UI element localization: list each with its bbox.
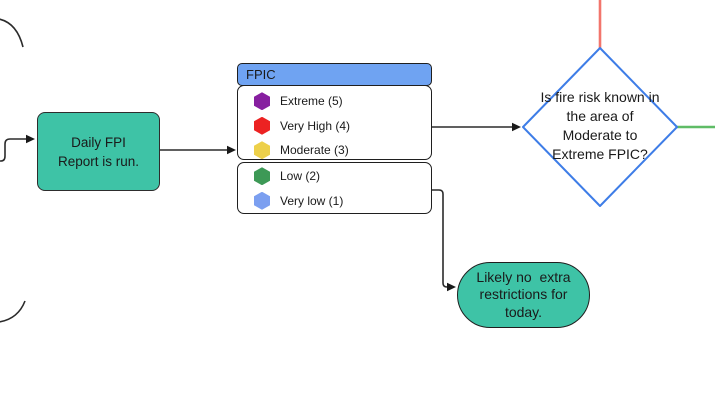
- outcome-node-label: Likely no extra restrictions for today.: [476, 268, 571, 320]
- legend-item-moderate[interactable]: Moderate (3): [238, 138, 431, 163]
- arrowheads: [26, 122, 521, 292]
- hexagon-icon: [254, 191, 270, 210]
- arrowhead-into-outcome: [447, 282, 456, 292]
- hexagon-icon: [254, 167, 270, 186]
- legend-item-low[interactable]: Low (2): [238, 164, 431, 189]
- arrow-legend-to-outcome: [432, 189, 448, 288]
- fpic-legend-header[interactable]: FPIC: [237, 63, 432, 86]
- loop-arc-bottom-left: [0, 300, 26, 323]
- legend-item-label: Very High (4): [280, 118, 351, 133]
- decision-node-label: Is fire risk known in the area of Modera…: [540, 89, 660, 162]
- daily-fpi-node-label: Daily FPI Report is run.: [57, 134, 140, 169]
- connector-lines: [0, 18, 512, 323]
- legend-item-very-low[interactable]: Very low (1): [238, 189, 431, 214]
- daily-fpi-node[interactable]: Daily FPI Report is run.: [37, 112, 160, 191]
- legend-item-extreme[interactable]: Extreme (5): [238, 89, 431, 114]
- loop-arc-top-left: [0, 18, 24, 48]
- fpic-legend-group-high[interactable]: Extreme (5) Very High (4) Moderate (3): [237, 85, 432, 160]
- decision-diamond[interactable]: [522, 47, 678, 207]
- fpic-legend-group-low[interactable]: Low (2) Very low (1): [237, 162, 432, 214]
- arrowhead-into-decision: [512, 122, 521, 132]
- legend-item-very-high[interactable]: Very High (4): [238, 114, 431, 139]
- arrowhead-into-daily-fpi: [26, 134, 35, 144]
- legend-item-label: Extreme (5): [280, 94, 343, 109]
- outcome-terminator-node[interactable]: Likely no extra restrictions for today.: [457, 262, 590, 328]
- hexagon-icon: [254, 141, 270, 160]
- fpic-legend-title: FPIC: [246, 67, 276, 82]
- legend-item-label: Moderate (3): [280, 143, 349, 158]
- arrowhead-into-legend: [227, 145, 236, 155]
- hexagon-icon: [254, 116, 270, 135]
- hexagon-icon: [254, 92, 270, 111]
- legend-item-label: Low (2): [280, 169, 321, 184]
- legend-item-label: Very low (1): [280, 193, 344, 208]
- arrow-into-daily-fpi: [0, 138, 26, 162]
